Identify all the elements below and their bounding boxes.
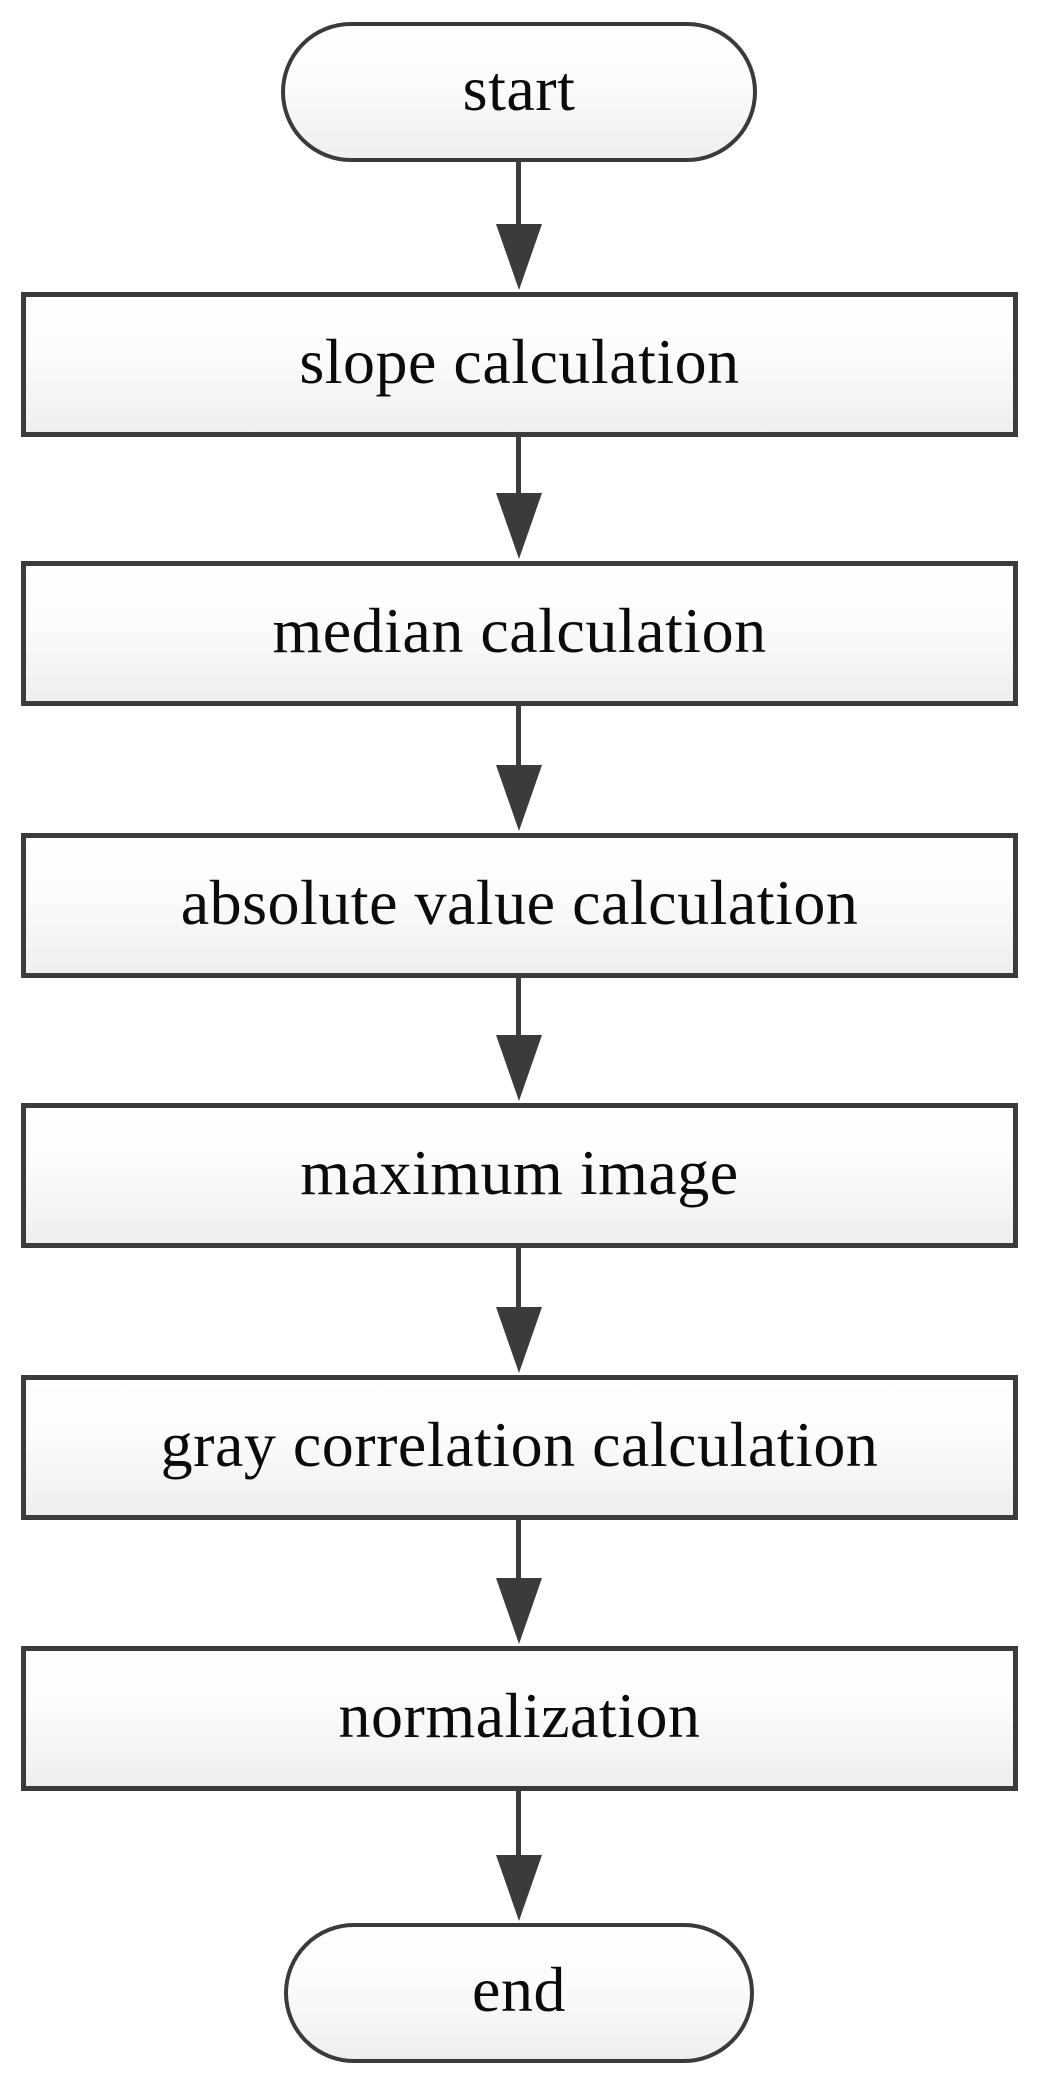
flow-node-end: end xyxy=(284,1923,754,2063)
arrowhead-icon xyxy=(496,1855,542,1921)
flow-node-median-calculation: median calculation xyxy=(21,561,1018,706)
arrow-shaft xyxy=(516,706,521,769)
flow-node-label: median calculation xyxy=(272,594,767,666)
arrow-down-icon xyxy=(496,437,542,559)
flow-node-start: start xyxy=(281,22,757,162)
flow-node-absolute-value-calculation: absolute value calculation xyxy=(21,833,1018,978)
arrow-shaft xyxy=(516,1248,521,1311)
arrowhead-icon xyxy=(496,493,542,559)
arrow-shaft xyxy=(516,978,521,1039)
arrow-shaft xyxy=(516,437,521,497)
arrow-down-icon xyxy=(496,706,542,831)
flow-node-label: absolute value calculation xyxy=(180,866,859,938)
arrowhead-icon xyxy=(496,224,542,290)
arrow-down-icon xyxy=(496,162,542,290)
arrow-down-icon xyxy=(496,1520,542,1644)
arrow-shaft xyxy=(516,1520,521,1582)
arrow-down-icon xyxy=(496,1791,542,1921)
flow-node-label: end xyxy=(472,1954,566,2025)
arrow-down-icon xyxy=(496,978,542,1101)
flow-node-label: gray correlation calculation xyxy=(160,1408,879,1480)
flow-node-label: normalization xyxy=(338,1679,701,1751)
arrowhead-icon xyxy=(496,1035,542,1101)
flow-node-slope-calculation: slope calculation xyxy=(21,292,1018,437)
arrowhead-icon xyxy=(496,1307,542,1373)
arrowhead-icon xyxy=(496,1578,542,1644)
arrowhead-icon xyxy=(496,765,542,831)
flow-node-normalization: normalization xyxy=(21,1646,1018,1791)
flow-node-gray-correlation-calculation: gray correlation calculation xyxy=(21,1375,1018,1520)
arrow-shaft xyxy=(516,162,521,228)
flow-node-label: maximum image xyxy=(300,1136,739,1208)
arrow-down-icon xyxy=(496,1248,542,1373)
flow-node-label: start xyxy=(462,53,576,124)
flow-node-maximum-image: maximum image xyxy=(21,1103,1018,1248)
flow-node-label: slope calculation xyxy=(299,325,740,397)
arrow-shaft xyxy=(516,1791,521,1859)
